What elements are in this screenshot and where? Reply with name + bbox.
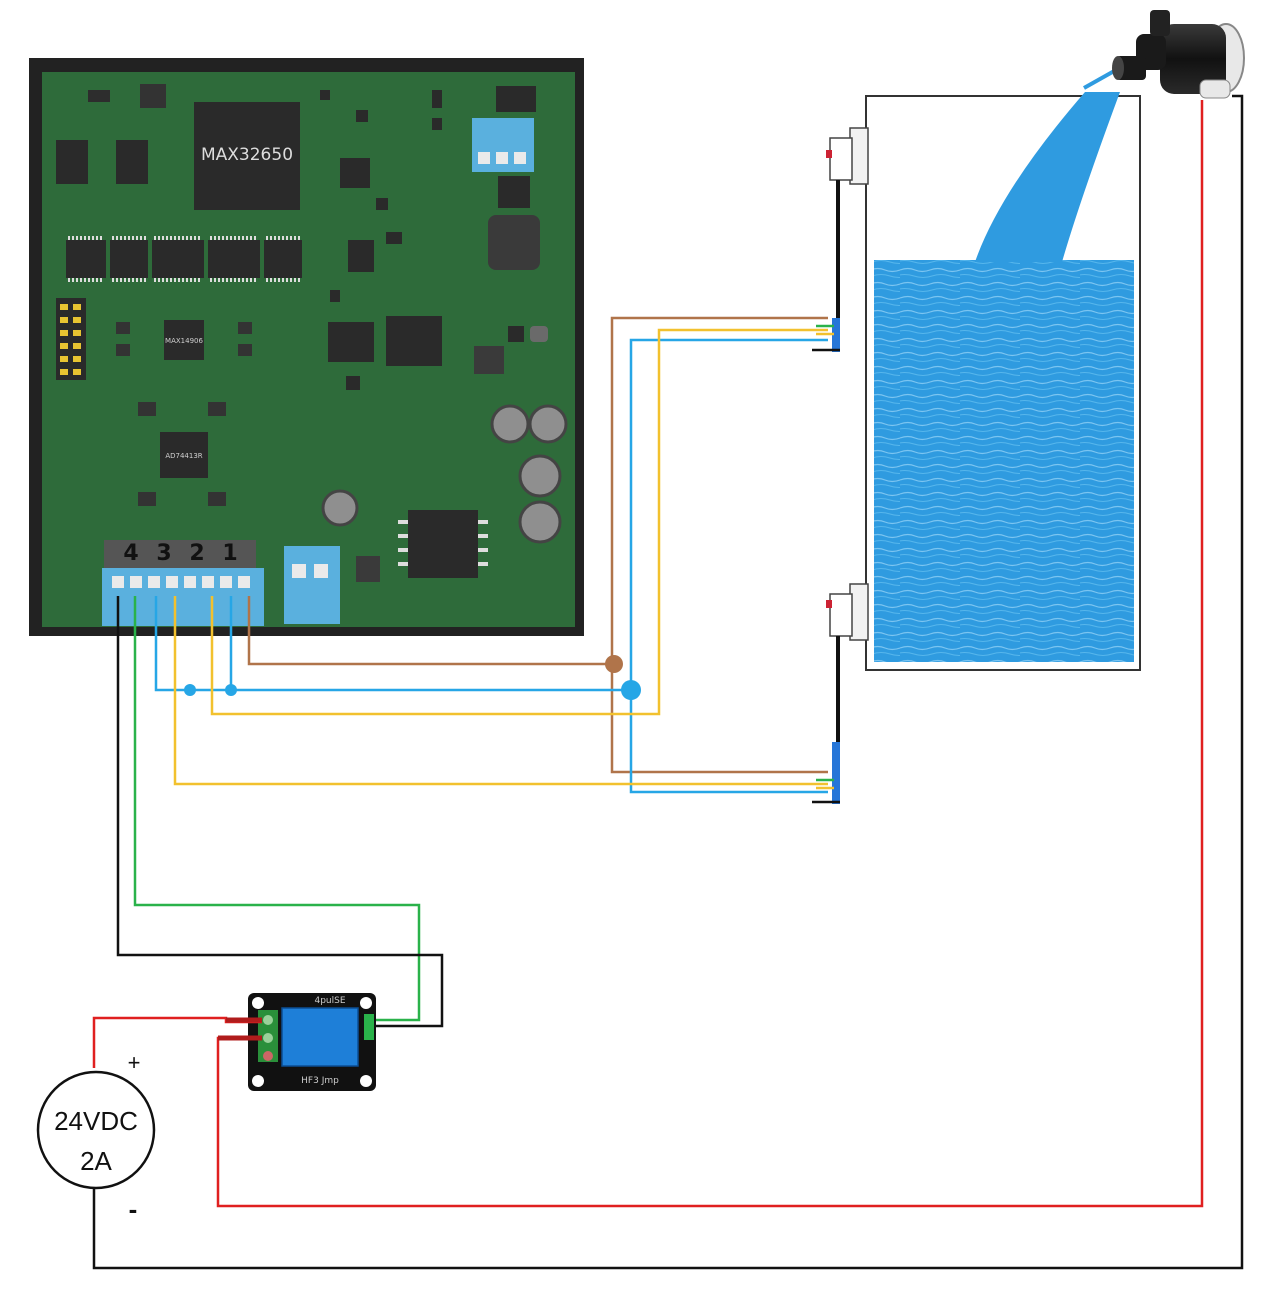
mcu-chip [194,102,300,210]
smd-part [88,90,110,102]
smd-part [356,110,368,122]
smd-part [346,376,360,390]
relay-module-icon: 4pulSE HF3 Jmp [248,993,376,1091]
junction-blue-small [184,684,196,696]
smd-part [140,84,166,108]
smd-part [56,140,88,184]
wire-blue-a [154,596,632,692]
smd-part [320,90,330,100]
driver-chip-row [66,236,302,282]
smd-part [474,346,504,374]
small-ic-label: MAX14906 [165,337,203,345]
pin-header [56,298,86,380]
wire-brown-top [610,316,828,664]
soic-chip [408,510,478,578]
wire-yellow-top [210,328,828,716]
relay-bottom-label: HF3 Jmp [301,1076,339,1086]
capacitor [518,454,562,498]
wire-green-control [133,596,421,1022]
terminal-slot [514,152,526,164]
small-ic [164,320,204,360]
smd-part [386,232,402,244]
wire-black-return [92,94,1244,1270]
power-source-icon: 24VDC 2A + - [36,1050,156,1224]
terminal-slot [496,152,508,164]
terminal-header [104,540,256,570]
junction-blue-small [225,684,237,696]
smd-part [340,158,370,188]
sensor-wiring [154,316,840,804]
smd-part [330,290,340,302]
relay-coil [281,1007,359,1067]
wire-brown [247,596,614,666]
smd-part [356,556,380,582]
wire-red-supply [92,1016,262,1068]
relay-top-label: 4pulSE [314,996,345,1006]
terminal-body [102,568,264,626]
controller-board: MAX32650 [29,58,584,636]
junction-blue [621,680,641,700]
level-sensor-bottom [826,583,869,804]
smd-part [238,344,252,356]
smd-part [508,326,524,342]
adc-chip [160,432,208,478]
io-terminal-block: 4 3 2 1 [102,540,264,626]
smd-part [376,198,388,210]
mcu-label: MAX32650 [201,145,293,165]
capacitor [528,404,568,444]
wire-yellow-bottom [173,596,828,786]
smd-part [138,402,156,416]
smd-part [498,176,530,208]
terminal-slot [478,152,490,164]
terminal-slot [314,564,328,578]
smd-part [530,326,548,342]
capacitor [321,489,359,527]
smd-part [138,492,156,506]
adc-label: AD74413R [165,452,202,460]
wire-blue-bottom [629,690,828,794]
smd-part [238,322,252,334]
capacitor [518,500,562,544]
water-stream-lip [1083,68,1117,90]
sensor-led [826,600,832,608]
wire-brown-bottom [610,664,828,774]
level-sensor-top [826,127,869,352]
wire-black-control [116,596,444,1028]
inductor [488,215,540,270]
smd-part [432,118,442,130]
terminal-block-small [284,546,340,624]
water-pump-icon [1112,10,1245,99]
power-voltage: 24VDC [54,1106,138,1136]
water-stream [975,92,1120,262]
smd-part [116,140,148,184]
smd-part [328,322,374,362]
smd-part [496,86,536,112]
terminal-number-1: 1 [222,541,237,566]
terminal-number-4: 4 [123,541,138,566]
smd-part [386,316,442,366]
negative-terminal-label: - [129,1194,138,1224]
junction-brown [605,655,623,673]
relay-control-wiring [116,596,444,1028]
power-current: 2A [80,1146,112,1176]
smd-part [208,402,226,416]
tank-water [874,260,1134,662]
sensor-led [826,150,832,158]
capacitor [490,404,530,444]
power-source-circle [36,1070,156,1190]
terminal-slot [292,564,306,578]
smd-part [116,344,130,356]
smd-part [348,240,374,272]
water-tank [865,68,1141,671]
smd-part [116,322,130,334]
terminal-number-3: 3 [156,541,171,566]
terminal-number-2: 2 [189,541,204,566]
smd-part [432,90,442,108]
positive-terminal-label: + [128,1050,141,1075]
wire-blue-top [629,338,828,690]
smd-part [208,492,226,506]
